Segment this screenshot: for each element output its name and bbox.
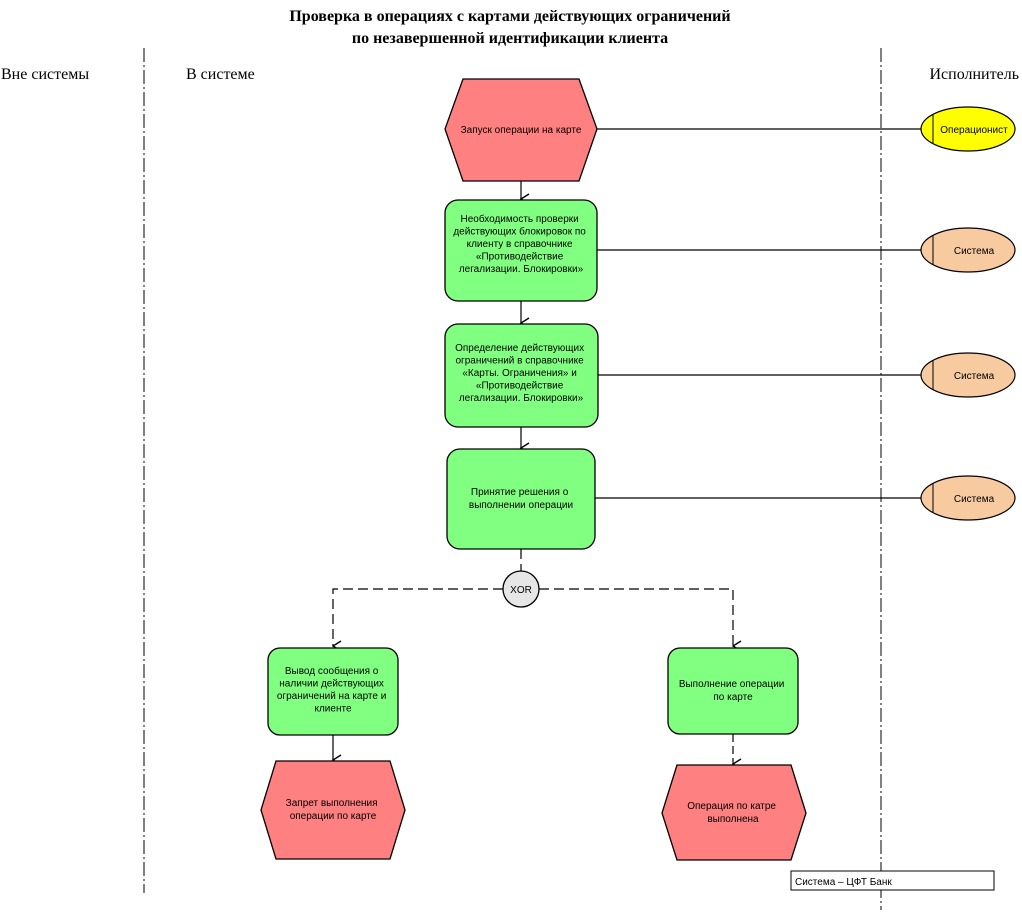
function-label: Вывод сообщения о наличии действующих ог… (277, 665, 389, 715)
role-label: Система (954, 246, 995, 257)
function-shape (446, 448, 596, 550)
function-execute-operation[interactable]: Выполнение операции по карте (667, 647, 799, 735)
event-shape (260, 760, 406, 860)
role-shape (920, 352, 1016, 398)
role-label: Операционист (940, 125, 1008, 136)
event-start-operation[interactable]: Запуск операции на карте (444, 78, 598, 182)
function-shape (267, 647, 399, 736)
function-check-blocks[interactable]: Необходимость проверки действующих блоки… (444, 199, 598, 302)
xor-branch-right (539, 588, 742, 652)
event-operation-denied[interactable]: Запрет выполнения операции по карте (260, 760, 406, 860)
event-shape (444, 78, 598, 182)
role-system-3[interactable]: Система (920, 475, 1016, 521)
role-label: Система (954, 494, 995, 505)
function-show-message[interactable]: Вывод сообщения о наличии действующих ог… (267, 647, 399, 736)
lane-header-inside: В системе (186, 66, 255, 83)
xor-branch-left (331, 588, 503, 652)
system-box-label: Система – ЦФТ Банк (795, 877, 892, 888)
connector-label: XOR (510, 585, 532, 596)
function-determine-restrictions[interactable]: Определение действующих ограничений в сп… (444, 323, 599, 428)
function-label: Определение действующих ограничений в сп… (455, 343, 587, 404)
function-label: Принятие решения о выполнении операции (469, 487, 573, 511)
role-system-2[interactable]: Система (920, 352, 1016, 398)
function-make-decision[interactable]: Принятие решения о выполнении операции (446, 448, 596, 550)
role-shape (920, 106, 1016, 152)
connector-shape (502, 570, 540, 608)
function-shape (444, 323, 599, 428)
role-system-1[interactable]: Система (920, 227, 1016, 273)
lane-header-performer: Исполнитель (930, 66, 1020, 83)
event-operation-done[interactable]: Операция по катре выполнена (661, 764, 807, 861)
event-label: Запуск операции на карте (461, 125, 582, 136)
function-shape (667, 647, 799, 735)
diagram-title-line2: по незавершенной идентификации клиента (352, 30, 668, 47)
function-shape (444, 199, 598, 302)
role-shape (920, 227, 1016, 273)
event-label: Операция по катре выполнена (687, 801, 779, 825)
event-label: Запрет выполнения операции по карте (286, 798, 381, 822)
system-box[interactable]: Система – ЦФТ Банк (790, 870, 995, 891)
role-label: Система (954, 371, 995, 382)
xor-connector[interactable]: XOR (502, 570, 540, 608)
system-box-frame (790, 870, 995, 891)
lane-header-outside: Вне системы (1, 66, 89, 83)
function-label: Выполнение операции по карте (679, 679, 787, 703)
event-shape (661, 764, 807, 861)
role-operator[interactable]: Операционист (920, 106, 1016, 152)
function-label: Необходимость проверки действующих блоки… (453, 213, 588, 275)
role-shape (920, 475, 1016, 521)
diagram-title-line1: Проверка в операциях с картами действующ… (289, 8, 730, 25)
